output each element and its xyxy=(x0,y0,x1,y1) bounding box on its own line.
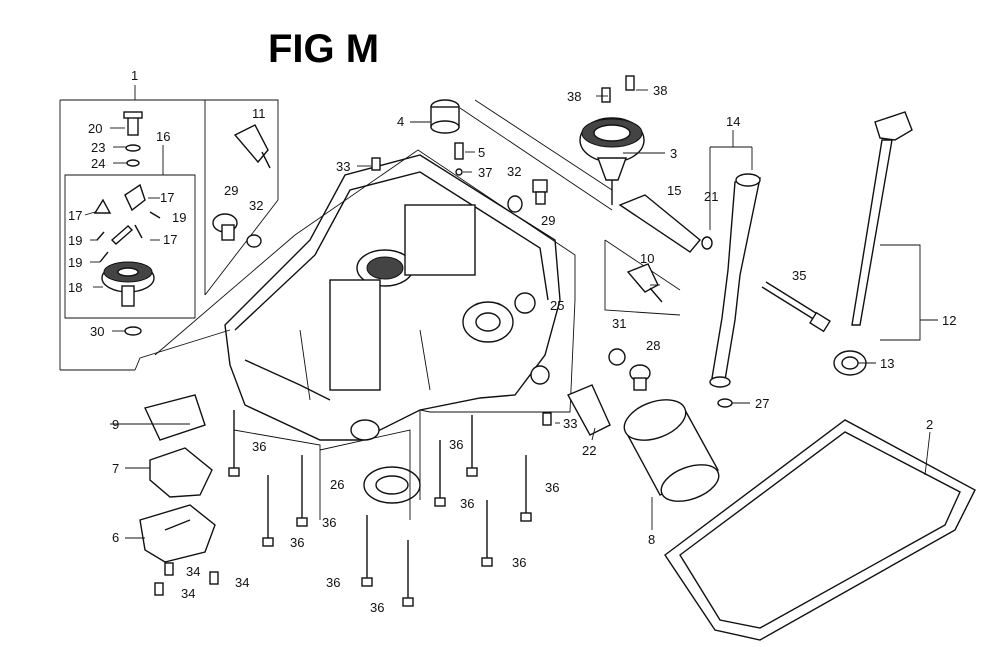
callout-labels: 1 2 3 4 5 6 7 8 9 10 11 12 13 14 15 16 1… xyxy=(68,68,956,615)
callout-26: 26 xyxy=(330,477,344,492)
callout-3: 3 xyxy=(670,146,677,161)
callout-17a: 17 xyxy=(160,190,174,205)
callout-6: 6 xyxy=(112,530,119,545)
callout-12: 12 xyxy=(942,313,956,328)
bolt-35 xyxy=(761,281,831,333)
breather-parts xyxy=(139,394,216,563)
gasket-2 xyxy=(664,419,976,641)
callout-33b: 33 xyxy=(563,416,577,431)
plug-29-left xyxy=(212,213,262,248)
callout-32b: 32 xyxy=(507,164,521,179)
bolts-34 xyxy=(154,562,219,596)
dipstick-12 xyxy=(833,111,921,376)
bolt-brackets xyxy=(233,410,421,520)
callout-30: 30 xyxy=(90,324,104,339)
callout-34c: 34 xyxy=(181,586,195,601)
callout-13: 13 xyxy=(880,356,894,371)
callout-27: 27 xyxy=(755,396,769,411)
callout-36b: 36 xyxy=(290,535,304,550)
callout-19b: 19 xyxy=(68,233,82,248)
callout-8: 8 xyxy=(648,532,655,547)
callout-36c: 36 xyxy=(322,515,336,530)
callout-29b: 29 xyxy=(541,213,555,228)
callout-22: 22 xyxy=(582,443,596,458)
group-1-bracket xyxy=(59,85,206,371)
bolts-36 xyxy=(228,410,532,607)
crankcase-bracket xyxy=(134,149,576,413)
callout-36g: 36 xyxy=(460,496,474,511)
callout-36d: 36 xyxy=(326,575,340,590)
crankcase-cover xyxy=(224,154,561,441)
callout-17c: 17 xyxy=(163,232,177,247)
callout-38a: 38 xyxy=(567,89,581,104)
plug-29-right xyxy=(507,179,548,213)
callout-17b: 17 xyxy=(68,208,82,223)
callout-33a: 33 xyxy=(336,159,350,174)
callout-36f: 36 xyxy=(449,437,463,452)
callout-37: 37 xyxy=(478,165,492,180)
callout-34b: 34 xyxy=(235,575,249,590)
callout-10: 10 xyxy=(640,251,654,266)
callout-36a: 36 xyxy=(252,439,266,454)
oil-sensor-11 xyxy=(204,99,279,296)
callout-36h: 36 xyxy=(512,555,526,570)
callout-36e: 36 xyxy=(370,600,384,615)
oil-filter-nipple-22 xyxy=(567,384,611,436)
figure-title: FIG M xyxy=(268,27,379,71)
callout-20: 20 xyxy=(88,121,102,136)
callout-14: 14 xyxy=(726,114,740,129)
callout-34a: 34 xyxy=(186,564,200,579)
callout-23: 23 xyxy=(91,140,105,155)
callout-25: 25 xyxy=(550,298,564,313)
callout-24: 24 xyxy=(91,156,105,171)
callout-28: 28 xyxy=(646,338,660,353)
callout-19c: 19 xyxy=(68,255,82,270)
callout-32a: 32 xyxy=(249,198,263,213)
leader-lines xyxy=(84,89,938,539)
callout-31: 31 xyxy=(612,316,626,331)
callout-15: 15 xyxy=(667,183,681,198)
drain-plug-28 xyxy=(608,348,651,391)
oil-filter-8 xyxy=(623,399,720,502)
callout-29a: 29 xyxy=(224,183,238,198)
dipstick-tube-14 xyxy=(618,130,761,408)
balancer-gear-3 xyxy=(459,75,645,211)
governor-gear xyxy=(101,261,155,307)
callout-18: 18 xyxy=(68,280,82,295)
callout-36i: 36 xyxy=(545,480,559,495)
callout-16: 16 xyxy=(156,129,170,144)
callout-21: 21 xyxy=(704,189,718,204)
oil-seal-26 xyxy=(363,466,421,504)
small-fasteners-top xyxy=(371,142,552,426)
part-4 xyxy=(430,99,460,134)
callout-19a: 19 xyxy=(172,210,186,225)
callout-9: 9 xyxy=(112,417,119,432)
callout-7: 7 xyxy=(112,461,119,476)
governor-arm-parts xyxy=(93,183,161,263)
callout-38b: 38 xyxy=(653,83,667,98)
callout-35: 35 xyxy=(792,268,806,283)
callout-5: 5 xyxy=(478,145,485,160)
governor-shaft-parts xyxy=(123,111,143,336)
callout-2: 2 xyxy=(926,417,933,432)
callout-4: 4 xyxy=(397,114,404,129)
callout-11: 11 xyxy=(252,106,266,121)
callout-1: 1 xyxy=(131,68,138,83)
